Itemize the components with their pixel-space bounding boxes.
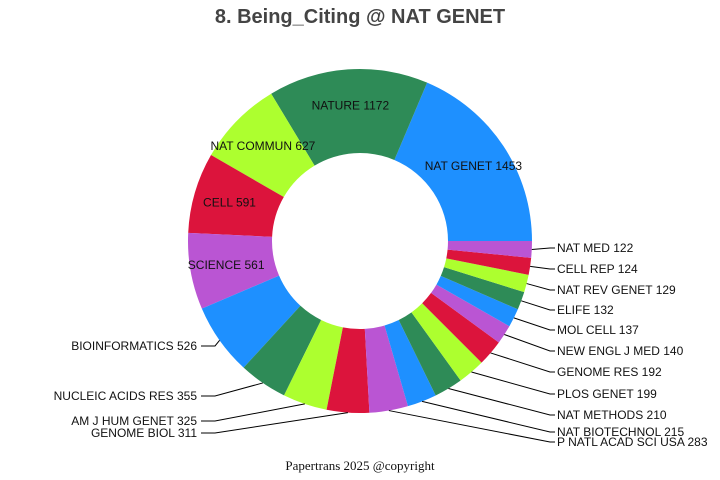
leader-line — [471, 371, 555, 395]
slice-nat-med — [447, 241, 532, 258]
slice-p-natl-acad-sci-usa — [364, 325, 408, 413]
slice-elife — [440, 267, 525, 310]
leader-line — [490, 352, 555, 373]
leader-line — [201, 403, 305, 422]
leader-line — [448, 388, 555, 416]
slice-bioinformatics — [201, 275, 301, 368]
slice-label: CELL REP 124 — [557, 262, 638, 276]
slice-label: NAT MED 122 — [557, 241, 634, 255]
slice-nat-genet — [394, 82, 532, 241]
slice-nature — [271, 69, 428, 166]
slice-plos-genet — [411, 303, 482, 381]
slice-label: NATURE 1172 — [312, 98, 390, 112]
slice-label: GENOME BIOL 311 — [91, 426, 197, 440]
slice-label: PLOS GENET 199 — [557, 387, 657, 401]
leader-line — [531, 247, 555, 250]
chart-title: 8. Being_Citing @ NAT GENET — [214, 6, 506, 28]
slice-label: NUCLEIC ACIDS RES 355 — [54, 389, 198, 403]
slice-am-j-hum-genet — [284, 319, 343, 410]
leader-line — [504, 334, 555, 352]
slice-science — [188, 232, 280, 309]
slice-label: BIOINFORMATICS 526 — [71, 339, 197, 353]
slice-nat-methods — [398, 312, 461, 396]
slice-label: NAT COMMUN 627 — [210, 139, 315, 153]
slice-cell — [188, 155, 284, 237]
leader-line — [530, 265, 555, 270]
leader-line — [521, 300, 555, 311]
leader-line — [201, 382, 263, 397]
slice-label: ELIFE 132 — [557, 303, 614, 317]
slice-label: GENOME RES 192 — [557, 365, 662, 379]
leader-line — [388, 410, 555, 443]
slice-label: P NATL ACAD SCI USA 283 — [557, 435, 708, 449]
slice-new-engl-j-med — [431, 284, 510, 343]
slice-mol-cell — [436, 275, 518, 327]
leader-line — [421, 400, 555, 433]
leader-line — [513, 317, 555, 331]
leader-line — [526, 283, 555, 291]
slice-cell-rep — [446, 249, 532, 275]
slice-genome-res — [422, 292, 499, 363]
slice-label: NAT BIOTECHNOL 215 — [557, 425, 684, 439]
slice-nat-biotechnol — [384, 320, 436, 407]
slice-nat-rev-genet — [444, 258, 529, 293]
slice-nat-commun — [211, 93, 315, 198]
slice-label: NAT METHODS 210 — [557, 408, 667, 422]
slice-genome-biol — [326, 327, 370, 413]
slice-label: CELL 591 — [203, 196, 256, 210]
slice-label: AM J HUM GENET 325 — [71, 414, 197, 428]
copyright-footer: Papertrans 2025 @copyright — [285, 458, 435, 473]
slice-label: NAT GENET 1453 — [425, 159, 523, 173]
leader-line — [201, 412, 348, 434]
slice-nucleic-acids-res — [243, 305, 322, 396]
slice-label: SCIENCE 561 — [188, 258, 265, 272]
slice-label: MOL CELL 137 — [557, 323, 639, 337]
leader-line — [201, 340, 220, 347]
slice-label: NAT REV GENET 129 — [557, 283, 676, 297]
slice-label: NEW ENGL J MED 140 — [557, 344, 684, 358]
